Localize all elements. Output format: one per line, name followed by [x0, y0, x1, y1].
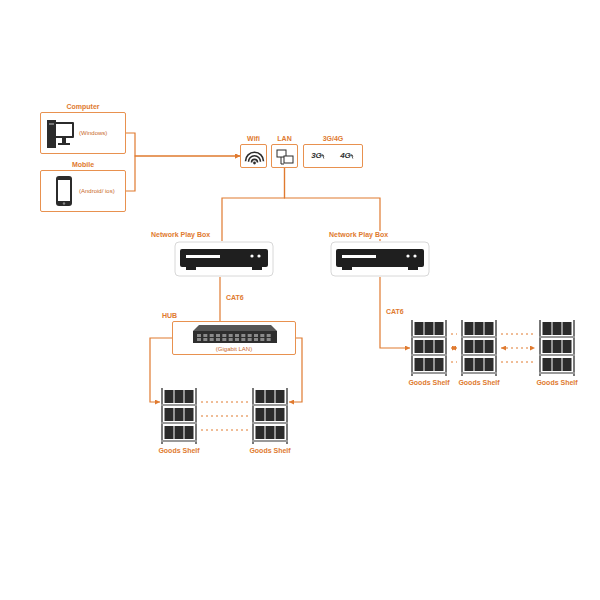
node-heading: Wifi [246, 135, 261, 143]
dotted-link [201, 430, 248, 431]
network-badge: 4G [340, 152, 355, 161]
node-heading: HUB [161, 312, 178, 320]
cable-label: CAT6 [385, 308, 405, 316]
network-play-box: Network Play Box [330, 241, 430, 277]
node-heading: Network Play Box [328, 231, 389, 239]
connector [501, 347, 535, 348]
node-heading: Goods Shelf [157, 447, 200, 455]
node-note: (Android/ ios) [79, 188, 115, 195]
node-heading: LAN [276, 135, 292, 143]
connector [380, 277, 410, 348]
wifi-icon [241, 145, 268, 169]
device-box: LAN [271, 144, 298, 168]
device-box: Mobile(Android/ ios) [40, 170, 126, 212]
dotted-link [451, 362, 457, 363]
player-icon [174, 241, 274, 277]
goods-shelf: Goods Shelf [460, 320, 498, 376]
shelf-icon [410, 320, 448, 376]
signal-icon [304, 145, 504, 185]
connector [222, 168, 285, 241]
dotted-link [201, 402, 248, 403]
dotted-link [501, 334, 535, 335]
connector [451, 347, 457, 348]
dotted-link [501, 362, 535, 363]
device-box: 3G/4G3G4G [303, 144, 363, 168]
shelf-icon [251, 388, 289, 444]
player-icon [330, 241, 430, 277]
connector [126, 133, 240, 156]
goods-shelf: Goods Shelf [538, 320, 576, 376]
goods-shelf: Goods Shelf [251, 388, 289, 444]
node-heading: 3G/4G [322, 135, 345, 143]
shelf-icon [460, 320, 498, 376]
connector [219, 277, 220, 321]
network-play-box: Network Play Box [174, 241, 274, 277]
dotted-links [201, 334, 535, 430]
device-box: Computer(Windows) [40, 112, 126, 154]
goods-shelf: Goods Shelf [160, 388, 198, 444]
node-heading: Network Play Box [150, 231, 211, 239]
shelf-icon [160, 388, 198, 444]
connector [285, 168, 381, 241]
connector [201, 415, 248, 416]
lan-icon [272, 145, 299, 169]
connector [126, 156, 240, 191]
device-box: HUB(Gigabit LAN) [172, 321, 296, 355]
node-heading: Goods Shelf [457, 379, 500, 387]
node-heading: Computer [65, 103, 100, 111]
node-heading: Goods Shelf [248, 447, 291, 455]
node-note: (Windows) [79, 130, 107, 137]
cable-label: CAT6 [225, 294, 245, 302]
network-badge: 3G [311, 152, 326, 161]
node-heading: Goods Shelf [407, 379, 450, 387]
dotted-link [451, 334, 457, 335]
node-heading: Mobile [71, 161, 95, 169]
node-note: (Gigabit LAN) [216, 346, 252, 353]
goods-shelf: Goods Shelf [410, 320, 448, 376]
node-heading: Goods Shelf [535, 379, 578, 387]
device-box: Wifi [240, 144, 267, 168]
shelf-icon [538, 320, 576, 376]
